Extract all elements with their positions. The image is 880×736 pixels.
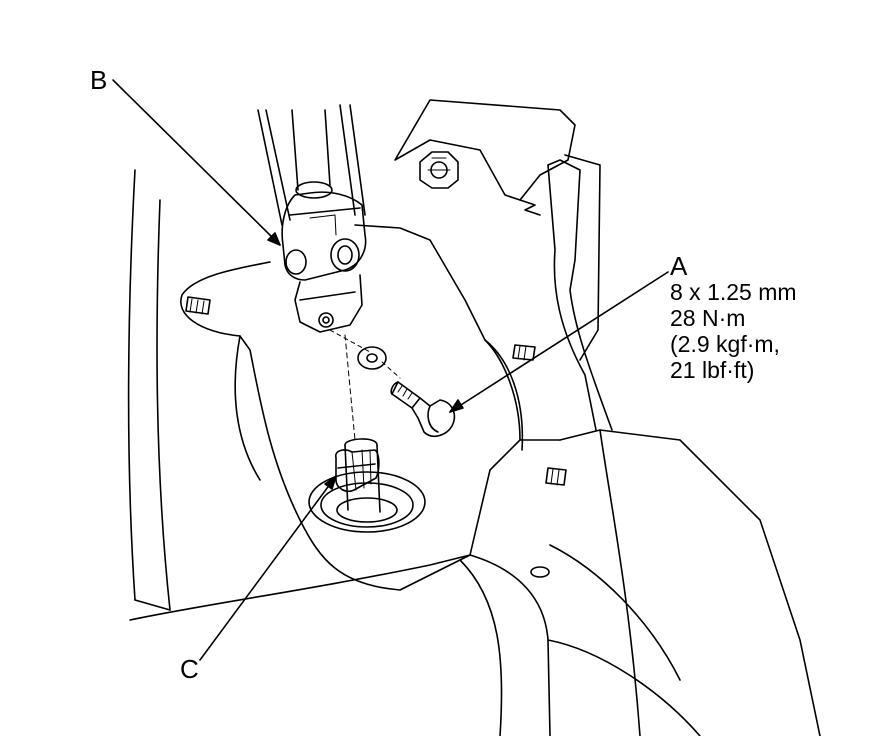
leader-a	[449, 271, 669, 413]
floor-panel	[129, 429, 821, 736]
torque-lbfft-text: 21 lbf·ft)	[670, 357, 755, 383]
callout-c-label: C	[180, 654, 199, 684]
pinion-shaft	[308, 438, 426, 533]
assembly-centerline	[329, 329, 401, 441]
universal-joint	[281, 191, 367, 333]
leader-b	[112, 79, 281, 246]
callout-b-label: B	[90, 65, 108, 95]
stud-nut-upper	[419, 151, 459, 189]
firewall-panel	[394, 99, 601, 361]
torque-nm-text: 28 N·m	[670, 305, 746, 331]
bracket-plate	[180, 224, 524, 591]
stud-right-low	[545, 467, 567, 486]
bolt-size-text: 8 x 1.25 mm	[670, 279, 797, 305]
steering-shaft	[291, 109, 333, 199]
washer	[357, 346, 387, 370]
leader-c	[199, 475, 337, 661]
steering-shaft-cover	[257, 104, 366, 226]
flange-bolt	[390, 381, 456, 438]
bolt-spec-block: A 8 x 1.25 mm 28 N·m (2.9 kgf·m, 21 lbf·…	[670, 253, 797, 383]
torque-kgfm-text: (2.9 kgf·m,	[670, 331, 780, 357]
stud-right-mid	[512, 344, 536, 361]
floor-hole	[530, 566, 550, 578]
steering-rod-right	[547, 159, 613, 431]
body-panel-left	[127, 169, 171, 611]
stud-left	[185, 296, 211, 315]
callout-a-label: A	[670, 251, 688, 281]
